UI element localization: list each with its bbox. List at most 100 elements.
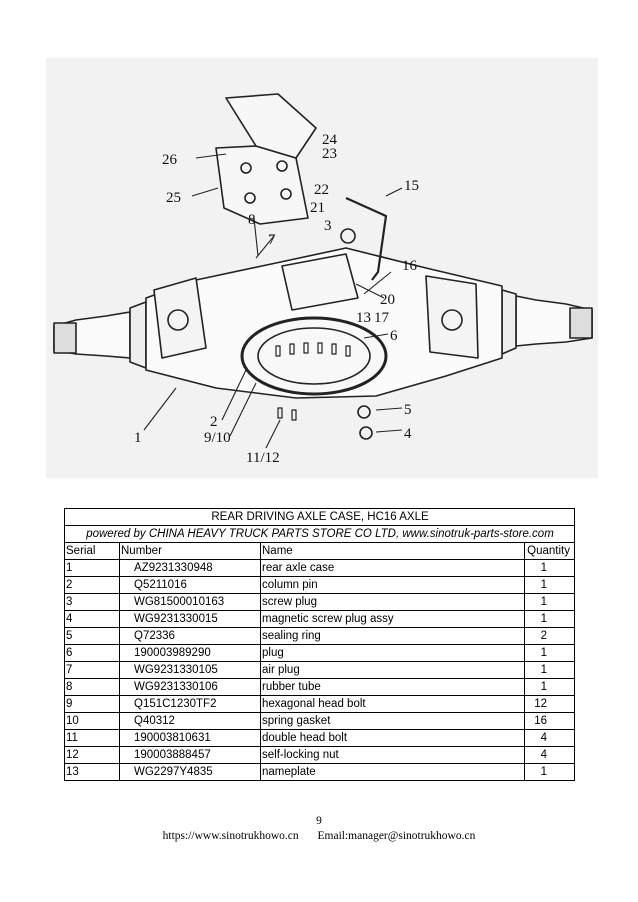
number-cell: WG9231330015 — [119, 610, 261, 628]
footer-email[interactable]: Email:manager@sinotrukhowo.cn — [317, 830, 476, 842]
serial-cell: 9 — [64, 695, 120, 713]
serial-cell: 10 — [64, 712, 120, 730]
header-number: Number — [119, 542, 261, 560]
number-cell: WG9231330106 — [119, 678, 261, 696]
serial-cell: 1 — [64, 559, 120, 577]
quantity-cell: 1 — [524, 661, 575, 679]
name-cell: air plug — [260, 661, 525, 679]
parts-table: REAR DRIVING AXLE CASE, HC16 AXLE powere… — [64, 508, 575, 781]
number-cell: Q40312 — [119, 712, 261, 730]
number-cell: WG2297Y4835 — [119, 763, 261, 781]
serial-cell: 12 — [64, 746, 120, 764]
name-cell: double head bolt — [260, 729, 525, 747]
quantity-cell: 1 — [524, 593, 575, 611]
quantity-cell: 4 — [524, 746, 575, 764]
axle-exploded-diagram: 1 2 3 4 5 6 7 8 9/10 11/12 13 15 16 17 2… — [46, 58, 598, 478]
table-subtitle-row: powered by CHINA HEAVY TRUCK PARTS STORE… — [64, 525, 575, 543]
quantity-cell: 2 — [524, 627, 575, 645]
name-cell: rubber tube — [260, 678, 525, 696]
callout-15: 15 — [404, 178, 419, 194]
quantity-cell: 1 — [524, 610, 575, 628]
page-number: 9 — [316, 815, 322, 827]
callout-21: 21 — [310, 200, 325, 216]
serial-cell: 5 — [64, 627, 120, 645]
callout-25: 25 — [166, 190, 181, 206]
header-serial: Serial — [64, 542, 120, 560]
callout-17: 17 — [374, 310, 390, 326]
callout-3: 3 — [324, 218, 332, 234]
callout-11-12: 11/12 — [246, 450, 280, 466]
serial-cell: 6 — [64, 644, 120, 662]
quantity-cell: 12 — [524, 695, 575, 713]
table-header-row: Serial Number Name Quantity — [64, 542, 575, 560]
name-cell: hexagonal head bolt — [260, 695, 525, 713]
quantity-cell: 1 — [524, 559, 575, 577]
number-cell: AZ9231330948 — [119, 559, 261, 577]
number-cell: Q5211016 — [119, 576, 261, 594]
callout-23: 23 — [322, 146, 337, 162]
quantity-cell: 1 — [524, 678, 575, 696]
callout-26: 26 — [162, 152, 178, 168]
quantity-cell: 16 — [524, 712, 575, 730]
quantity-cell: 1 — [524, 576, 575, 594]
name-cell: sealing ring — [260, 627, 525, 645]
header-name: Name — [260, 542, 525, 560]
name-cell: magnetic screw plug assy — [260, 610, 525, 628]
table-title: REAR DRIVING AXLE CASE, HC16 AXLE — [64, 508, 575, 526]
number-cell: Q151C1230TF2 — [119, 695, 261, 713]
serial-cell: 8 — [64, 678, 120, 696]
callout-13: 13 — [356, 310, 371, 326]
callout-24: 24 — [322, 132, 338, 148]
footer-website[interactable]: https://www.sinotrukhowo.cn — [162, 830, 299, 842]
serial-cell: 7 — [64, 661, 120, 679]
serial-cell: 11 — [64, 729, 120, 747]
serial-cell: 13 — [64, 763, 120, 781]
number-cell: WG9231330105 — [119, 661, 261, 679]
callout-6: 6 — [390, 328, 398, 344]
callout-9-10: 9/10 — [204, 430, 231, 446]
name-cell: self-locking nut — [260, 746, 525, 764]
callout-7: 7 — [268, 232, 276, 248]
serial-cell: 2 — [64, 576, 120, 594]
quantity-cell: 4 — [524, 729, 575, 747]
callout-5: 5 — [404, 402, 412, 418]
name-cell: spring gasket — [260, 712, 525, 730]
callout-4: 4 — [404, 426, 412, 442]
name-cell: rear axle case — [260, 559, 525, 577]
number-cell: Q72336 — [119, 627, 261, 645]
name-cell: column pin — [260, 576, 525, 594]
callout-22: 22 — [314, 182, 329, 198]
callout-8: 8 — [248, 212, 256, 228]
number-cell: 190003810631 — [119, 729, 261, 747]
serial-cell: 3 — [64, 593, 120, 611]
name-cell: plug — [260, 644, 525, 662]
callout-20: 20 — [380, 292, 395, 308]
header-quantity: Quantity — [524, 542, 575, 560]
serial-cell: 4 — [64, 610, 120, 628]
callout-16: 16 — [402, 258, 418, 274]
quantity-cell: 1 — [524, 644, 575, 662]
table-subtitle: powered by CHINA HEAVY TRUCK PARTS STORE… — [64, 525, 575, 543]
footer-contact: https://www.sinotrukhowo.cn Email:manage… — [0, 830, 638, 842]
name-cell: nameplate — [260, 763, 525, 781]
number-cell: WG81500010163 — [119, 593, 261, 611]
callout-2: 2 — [210, 414, 218, 430]
quantity-cell: 1 — [524, 763, 575, 781]
name-cell: screw plug — [260, 593, 525, 611]
callout-1: 1 — [134, 430, 142, 446]
table-title-row: REAR DRIVING AXLE CASE, HC16 AXLE — [64, 508, 575, 526]
number-cell: 190003989290 — [119, 644, 261, 662]
